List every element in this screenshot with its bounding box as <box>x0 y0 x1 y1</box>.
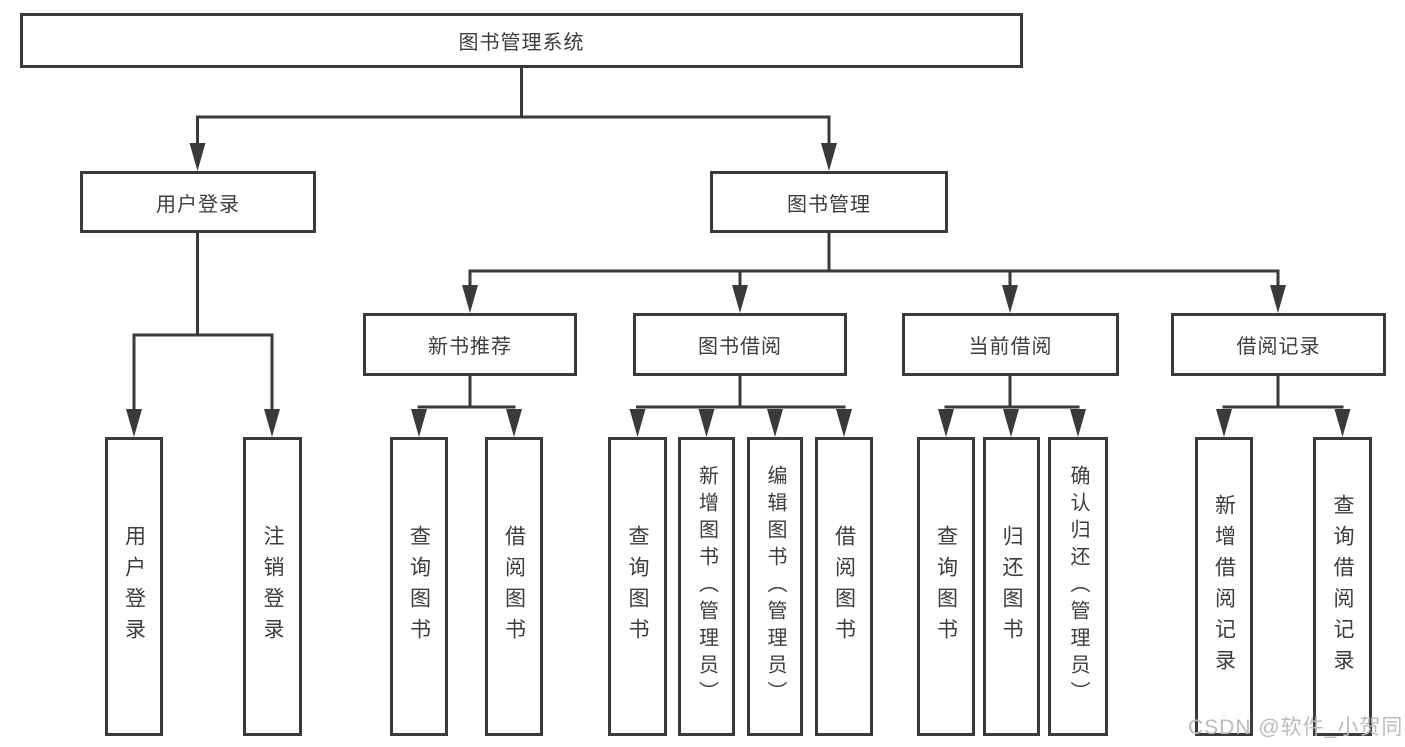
node-new-book-recommend: 新书推荐 <box>363 313 577 376</box>
arrowhead <box>732 285 748 313</box>
arrowhead <box>462 285 478 313</box>
connector-edges <box>132 68 1344 413</box>
leaf-query-borrow-record: 查询借阅记录 <box>1313 437 1372 736</box>
leaf-add-borrow-record: 新增借阅记录 <box>1195 437 1253 736</box>
leaf-query-books: 查询图书 <box>390 437 448 736</box>
arrowhead <box>1070 409 1086 437</box>
leaf-borrow-books: 借阅图书 <box>815 437 873 736</box>
node-borrow-record: 借阅记录 <box>1171 313 1386 376</box>
leaf-query-books: 查询图书 <box>917 437 975 736</box>
leaf-edit-books-admin: 编辑图书（管理员） <box>747 437 803 736</box>
arrowhead <box>938 409 954 437</box>
node-book-borrow: 图书借阅 <box>633 313 847 376</box>
arrowhead <box>126 409 142 437</box>
leaf-return-books: 归还图书 <box>983 437 1040 736</box>
arrowhead <box>1002 285 1018 313</box>
leaf-logout-login: 注销登录 <box>243 437 302 736</box>
leaf-user-login: 用户登录 <box>105 437 163 736</box>
node-library-management-system: 图书管理系统 <box>20 13 1023 68</box>
leaf-confirm-return-admin: 确认归还（管理员） <box>1048 437 1108 736</box>
arrowhead <box>1216 409 1232 437</box>
leaf-borrow-books: 借阅图书 <box>485 437 543 736</box>
arrowhead <box>264 409 280 437</box>
node-user-login: 用户登录 <box>80 171 316 233</box>
arrowhead <box>189 143 206 171</box>
arrowhead <box>506 409 522 437</box>
arrowhead <box>1334 409 1351 437</box>
node-book-management: 图书管理 <box>710 171 948 233</box>
arrowhead <box>821 143 837 171</box>
node-current-borrow: 当前借阅 <box>902 313 1119 376</box>
leaf-query-books: 查询图书 <box>608 437 667 736</box>
leaf-add-books-admin: 新增图书（管理员） <box>678 437 735 736</box>
arrowheads <box>126 143 1351 437</box>
arrowhead <box>1270 285 1286 313</box>
csdn-watermark: CSDN @软件_小贺同学 <box>1188 716 1405 739</box>
arrowhead <box>836 409 852 437</box>
arrowhead <box>629 409 646 437</box>
arrowhead <box>411 409 427 437</box>
arrowhead <box>1003 409 1019 437</box>
arrowhead <box>698 409 715 437</box>
arrowhead <box>767 409 783 437</box>
